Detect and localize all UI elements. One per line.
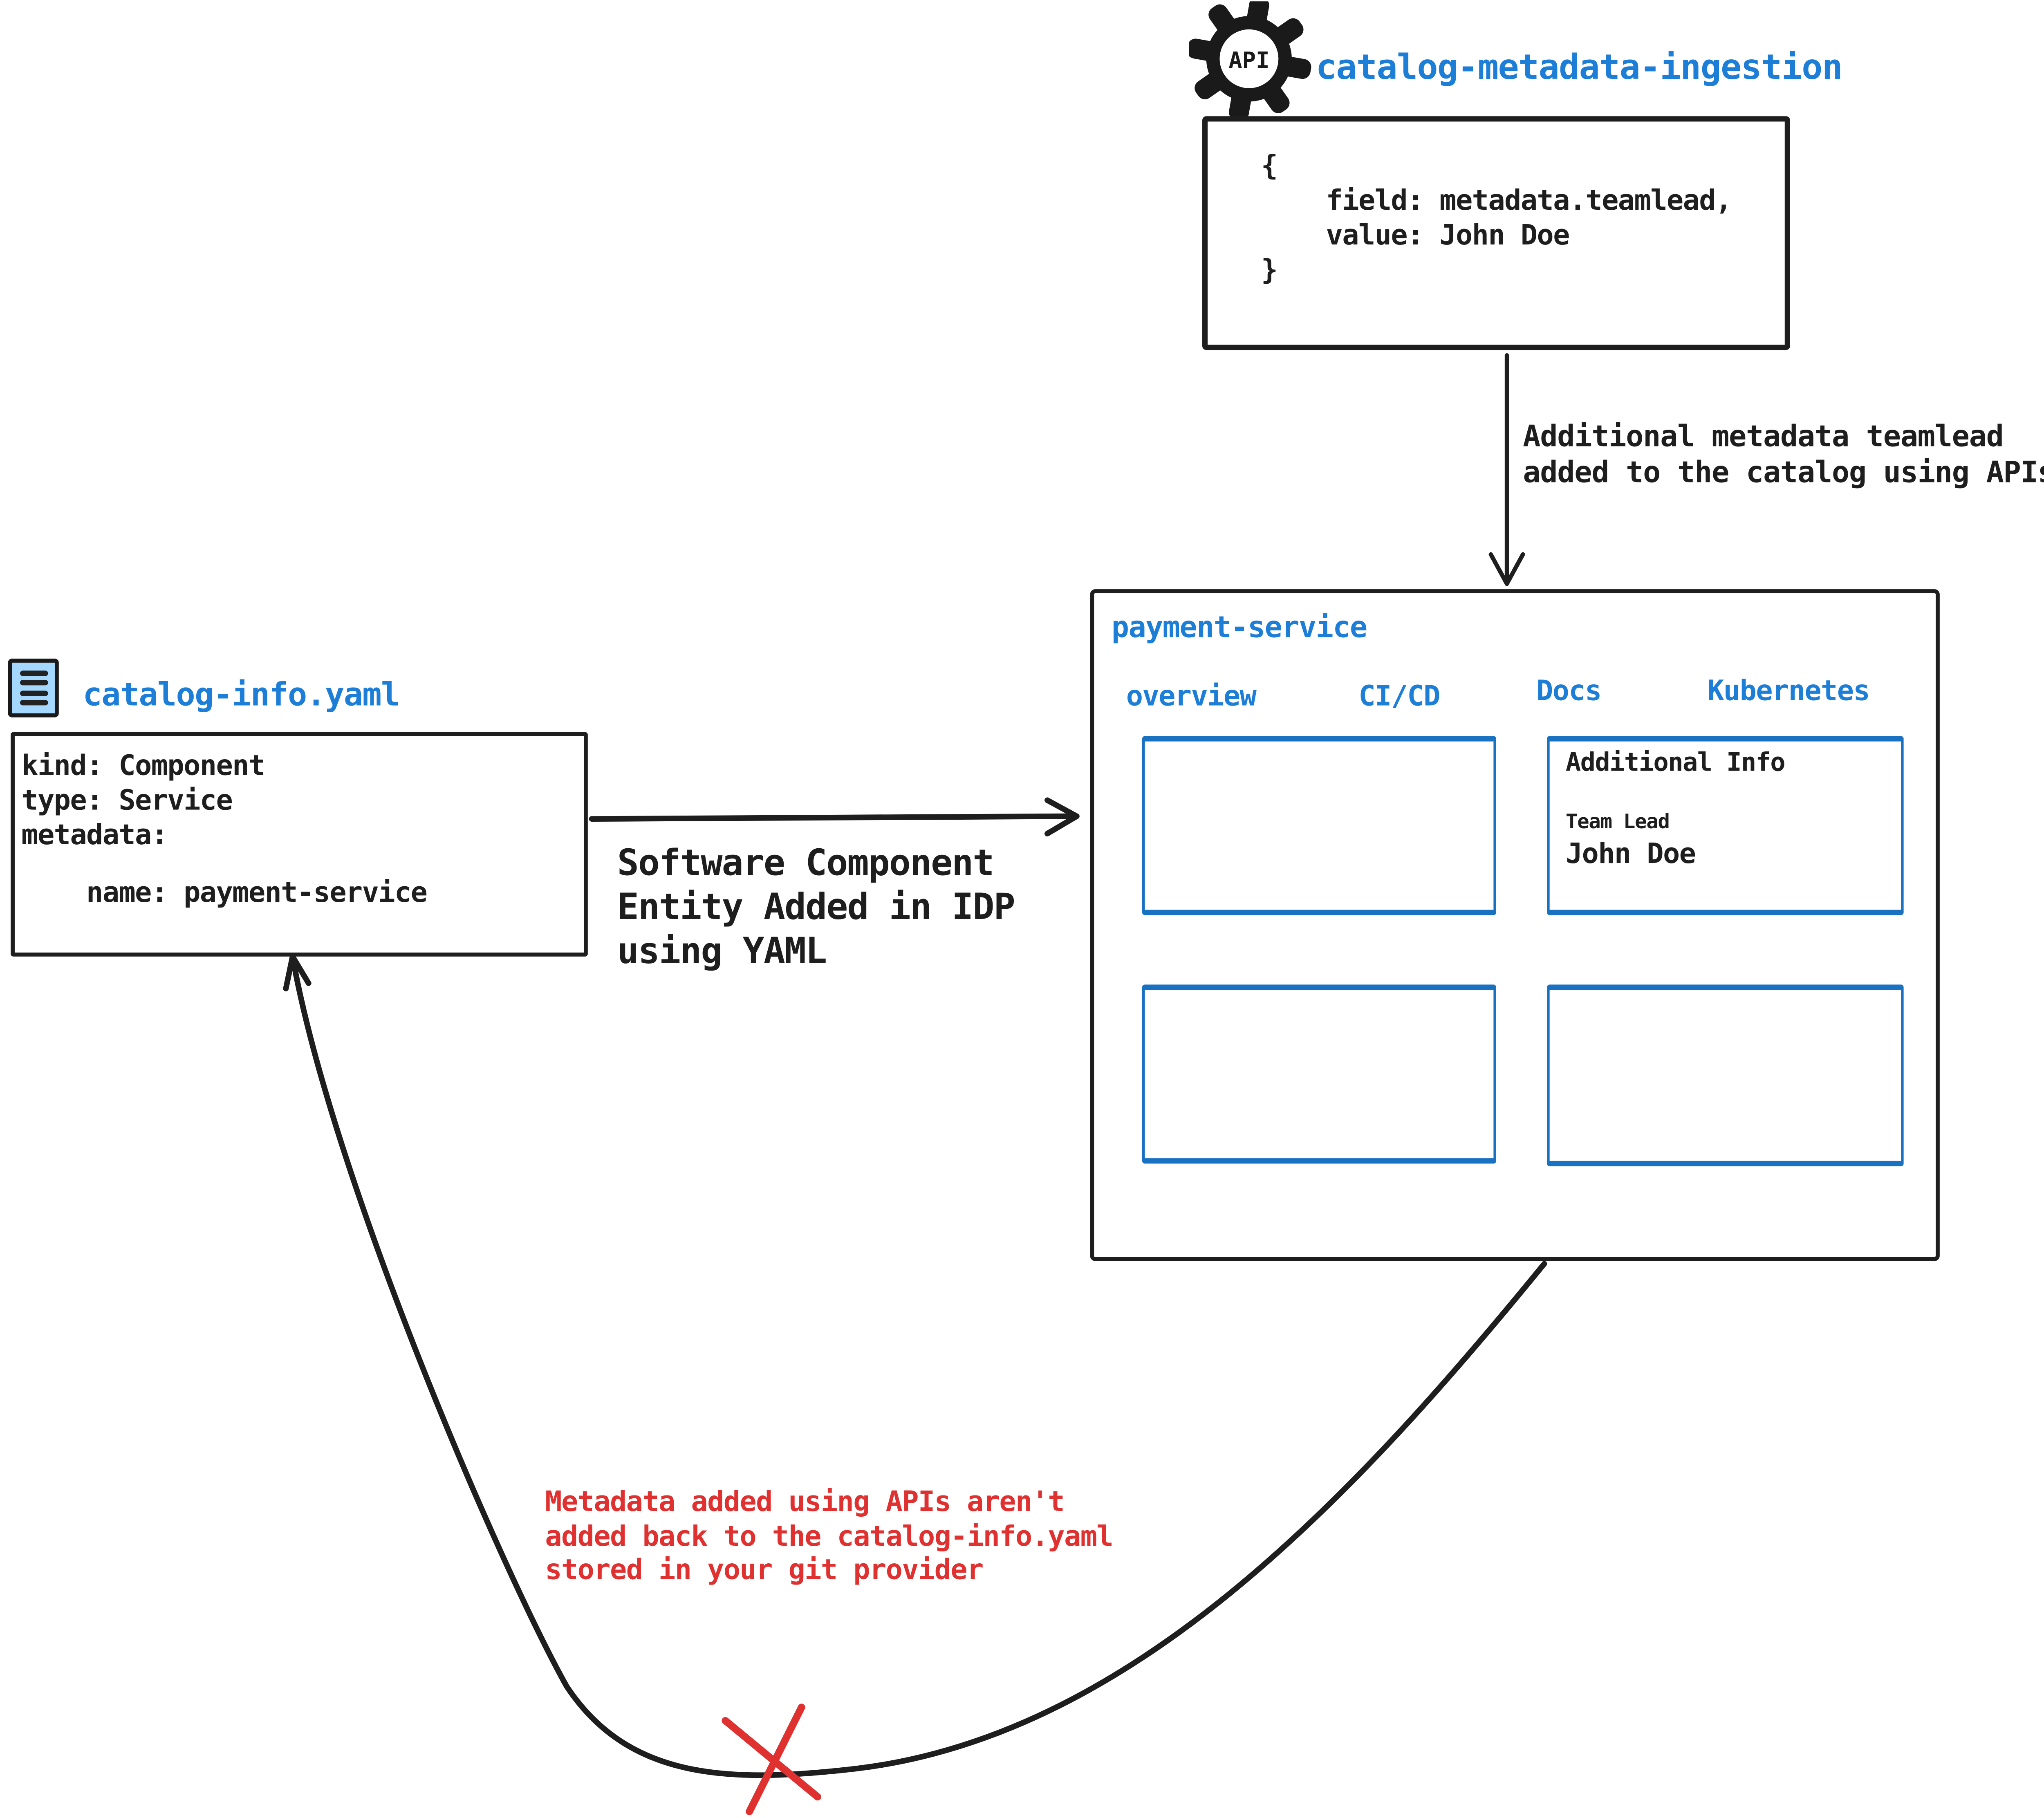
api-gear-icon: API: [1189, 1, 1311, 121]
docs-card-heading: Additional Info: [1565, 748, 1786, 778]
api-icon-label: API: [1228, 47, 1269, 74]
docs-card: Additional Info Team Lead John Doe: [1547, 736, 1904, 915]
team-lead-value: John Doe: [1565, 837, 1696, 870]
yaml-line: type: Service: [21, 784, 233, 816]
yaml-line: name: payment-service: [21, 876, 428, 909]
feedback-warning-note: Metadata added using APIs aren't added b…: [545, 1486, 1113, 1588]
api-to-idp-arrow: [1488, 353, 1525, 586]
code-line: {: [1261, 149, 1278, 182]
not-synced-x-icon: [722, 1704, 821, 1816]
overview-card: [1142, 736, 1496, 915]
yaml-node-box: kind: Component type: Service metadata: …: [11, 732, 588, 957]
api-node-title: catalog-metadata-ingestion: [1316, 48, 1843, 88]
feedback-note-line1: Metadata added using APIs aren't: [545, 1485, 1065, 1518]
yaml-arrow-label-line2: Entity Added in IDP: [617, 887, 1015, 929]
cicd-card: [1142, 984, 1496, 1164]
yaml-file-icon: [8, 659, 59, 717]
api-arrow-label-line1: Additional metadata teamlead: [1523, 421, 2004, 455]
tab-cicd: CI/CD: [1358, 680, 1440, 712]
code-line: field: metadata.teamlead,: [1261, 184, 1732, 217]
doc-icon-line: [20, 700, 48, 706]
tab-kubernetes: Kubernetes: [1707, 675, 1870, 707]
api-arrow-label-line2: added to the catalog using APIs: [1523, 457, 2044, 491]
doc-icon-line: [20, 670, 48, 676]
kubernetes-card: [1547, 984, 1904, 1166]
api-arrow-label: Additional metadata teamlead added to th…: [1523, 419, 2044, 491]
doc-icon-line: [20, 680, 48, 686]
tab-docs: Docs: [1536, 675, 1602, 707]
idp-panel-title: payment-service: [1111, 612, 1367, 646]
feedback-note-line3: stored in your git provider: [545, 1553, 984, 1586]
doc-icon-line: [20, 690, 48, 696]
yaml-line: metadata:: [21, 819, 168, 851]
yaml-arrow-label-line1: Software Component: [617, 843, 995, 885]
feedback-note-line2: added back to the catalog-info.yaml: [545, 1520, 1113, 1552]
team-lead-label: Team Lead: [1565, 809, 1670, 834]
yaml-to-idp-arrow: [589, 797, 1080, 836]
tab-overview: overview: [1126, 680, 1257, 712]
yaml-node-title: catalog-info.yaml: [83, 676, 401, 714]
api-payload-box: { field: metadata.teamlead, value: John …: [1202, 116, 1790, 350]
yaml-arrow-label: Software Component Entity Added in IDP u…: [617, 842, 1015, 974]
yaml-line: kind: Component: [21, 749, 265, 782]
code-line: value: John Doe: [1261, 219, 1570, 251]
yaml-arrow-label-line3: using YAML: [617, 931, 827, 973]
code-line: }: [1261, 253, 1278, 286]
